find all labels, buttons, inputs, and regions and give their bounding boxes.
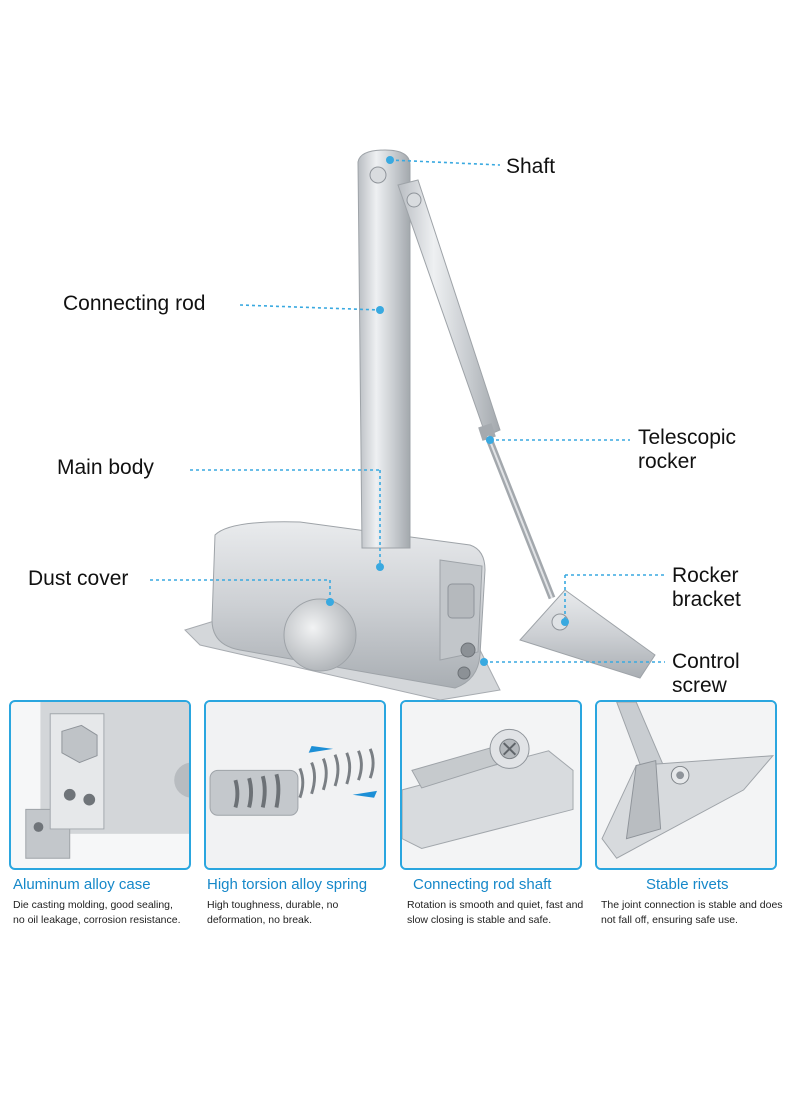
label-rocker-bracket-1: Rocker xyxy=(672,564,739,587)
feature-panel-rod-shaft xyxy=(400,700,582,870)
label-dust-cover: Dust cover xyxy=(28,567,129,590)
label-control-screw-2: screw xyxy=(672,674,727,697)
spring-image xyxy=(206,702,384,868)
feature-title-case: Aluminum alloy case xyxy=(13,876,151,893)
feature-desc-rivets-line2: not fall off, ensuring safe use. xyxy=(601,914,738,926)
aluminum-case-image xyxy=(25,702,189,859)
feature-desc-case-line2: no oil leakage, corrosion resistance. xyxy=(13,914,181,926)
feature-desc-rivets-line1: The joint connection is stable and does xyxy=(601,899,783,911)
feature-desc-spring: High toughness, durable, no deformation,… xyxy=(207,898,397,928)
feature-title-spring: High torsion alloy spring xyxy=(207,876,368,893)
shaft-pivot xyxy=(369,166,387,184)
feature-desc-rivets: The joint connection is stable and does … xyxy=(601,898,791,928)
connecting-rod-shape xyxy=(357,149,411,549)
rocker-bracket-shape xyxy=(519,589,656,679)
feature-desc-spring-line1: High toughness, durable, no xyxy=(207,899,339,911)
feature-desc-rod-shaft-line2: slow closing is stable and safe. xyxy=(407,914,552,926)
control-screw xyxy=(460,642,476,658)
feature-desc-rod-shaft: Rotation is smooth and quiet, fast and s… xyxy=(407,898,597,928)
feature-title-rivets: Stable rivets xyxy=(646,876,729,893)
feature-title-rod-shaft: Connecting rod shaft xyxy=(413,876,552,893)
feature-desc-spring-line2: deformation, no break. xyxy=(207,914,313,926)
feature-panel-spring xyxy=(204,700,386,870)
main-body-shape xyxy=(211,521,486,689)
label-shaft: Shaft xyxy=(506,155,556,178)
feature-panel-rivets xyxy=(595,700,777,870)
feature-desc-case-line1: Die casting molding, good sealing, xyxy=(13,899,173,911)
label-connecting-rod: Connecting rod xyxy=(63,292,206,315)
label-telescopic-rocker-2: rocker xyxy=(638,450,697,473)
label-control-screw-1: Control xyxy=(672,650,740,673)
feature-desc-case: Die casting molding, good sealing, no oi… xyxy=(13,898,203,928)
door-closer-illustration xyxy=(150,149,665,700)
feature-desc-rod-shaft-line1: Rotation is smooth and quiet, fast and xyxy=(407,899,584,911)
label-telescopic-rocker-1: Telescopic xyxy=(638,426,737,449)
telescopic-rocker-upper xyxy=(397,179,501,437)
label-main-body: Main body xyxy=(57,456,154,479)
rivets-image xyxy=(597,702,775,868)
rod-shaft-image xyxy=(402,702,580,868)
feature-panel-case xyxy=(9,700,191,870)
label-rocker-bracket-2: bracket xyxy=(672,588,741,611)
dust-cover-cap xyxy=(283,598,357,672)
